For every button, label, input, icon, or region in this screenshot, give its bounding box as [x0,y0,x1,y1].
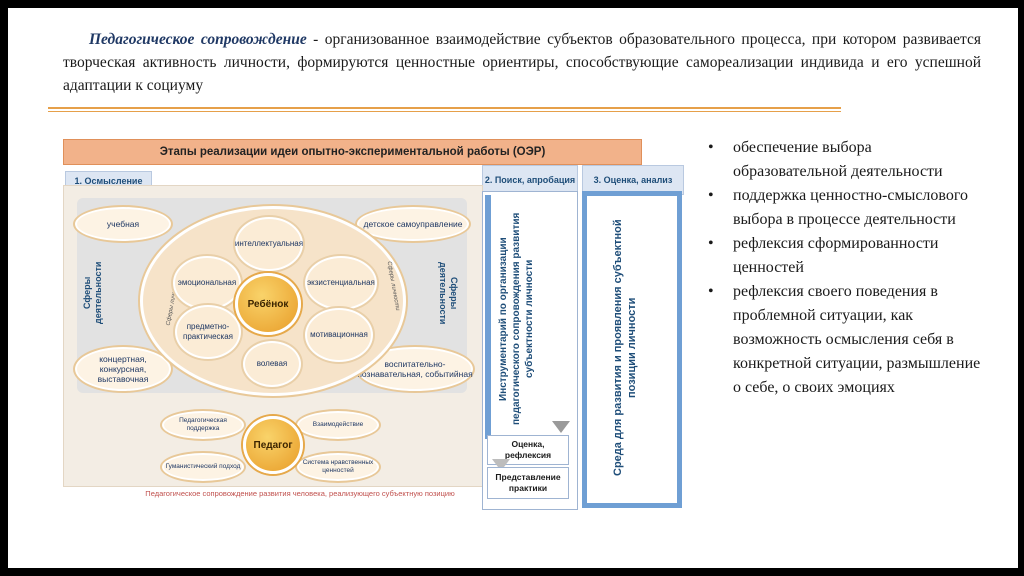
circle-emotional: эмоциональная [173,256,241,310]
child-circle: Ребёнок [235,273,301,335]
bullet-item: поддержка ценностно-смыслового выбора в … [708,184,988,232]
stage-2-label: 2. Поиск, апробация [482,165,578,195]
sphere-concert: концертная, конкурсная, выставочная [73,345,173,393]
teacher-humanistic: Гуманистический подход [160,451,246,483]
slide: Педагогическое сопровождение - организов… [8,8,1018,568]
oer-diagram: Этапы реализации идеи опытно-эксперимент… [55,133,685,518]
sphere-self-government: детское самоуправление [355,205,471,243]
stage-3-label: 3. Оценка, анализ [582,165,684,195]
diagram-title: Этапы реализации идеи опытно-эксперимент… [63,139,642,165]
teacher-circle: Педагог [243,416,303,474]
circle-practical: предметно-практическая [175,305,241,359]
stage-2-bar [485,195,491,439]
bullet-item: обеспечение выбора образовательной деяте… [708,136,988,184]
sphere-educational-events: воспитательно-познавательная, событийная [355,345,475,393]
bullet-list: обеспечение выбора образовательной деяте… [708,136,988,400]
stage-3-column [582,191,682,508]
intro-term: Педагогическое сопровождение [89,31,307,48]
sphere-study: учебная [73,205,173,243]
environment-text: Среда для развития и проявления субъектн… [612,219,638,477]
teacher-values: Система нравственных ценностей [295,451,381,483]
circle-existential: экзистенциальная [305,256,377,310]
diagram-caption: Педагогическое сопровождение развития че… [145,489,455,498]
practice-box[interactable]: Представление практики [487,467,569,499]
teacher-interaction: Взаимодействие [295,409,381,441]
divider-line [48,107,841,109]
circle-volitional: волевая [243,341,301,387]
intro-paragraph: Педагогическое сопровождение - организов… [63,28,981,97]
tools-text: Инструментарий по организации педагогиче… [498,212,535,426]
spheres-left-label: Сферы деятельности [82,261,103,325]
divider-line-thin [48,111,841,112]
teacher-support: Педагогическая поддержка [160,409,246,441]
circle-intellectual: интеллектуальная [235,217,303,271]
down-arrow [552,421,570,433]
spheres-right-label: Сферы деятельности [438,261,459,325]
circle-motivational: мотивационная [305,308,373,362]
bullet-item: рефлексия своего поведения в проблемной … [708,280,988,400]
intro-definition: - организованное взаимодействие субъекто… [63,31,981,94]
evaluation-box[interactable]: Оценка, рефлексия [487,435,569,465]
bullet-item: рефлексия сформированности ценностей [708,232,988,280]
